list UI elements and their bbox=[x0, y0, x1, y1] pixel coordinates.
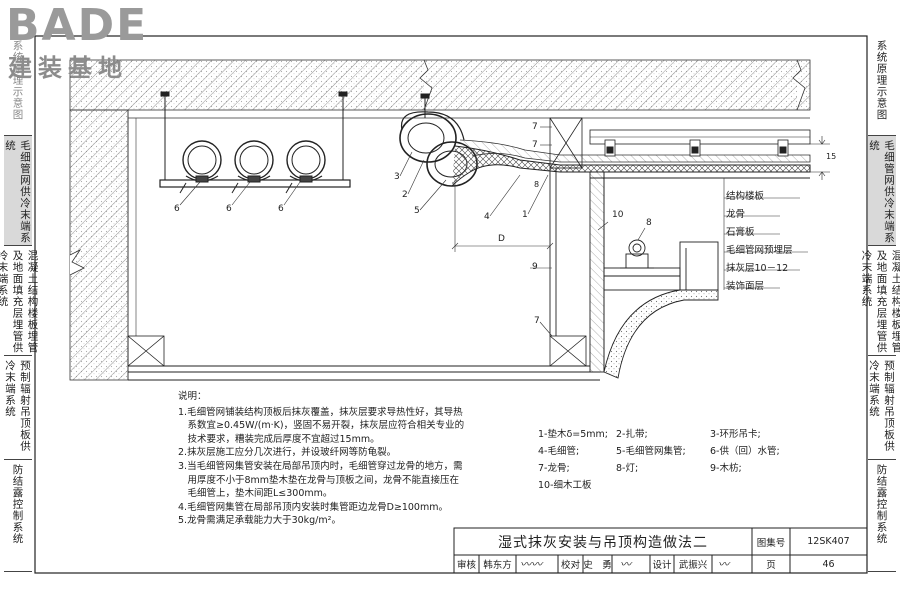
legend-item: 6-供（回）水管; bbox=[710, 446, 780, 457]
light-cove bbox=[603, 241, 719, 379]
left-tab-embedded[interactable]: 混凝土结构楼板埋管及地面填充层埋管供冷末端系统 bbox=[0, 246, 39, 356]
wood-battens bbox=[127, 117, 587, 367]
drawing-title: 湿式抹灰安装与吊顶构造做法二 bbox=[498, 534, 708, 551]
leader-lines bbox=[179, 126, 646, 337]
side-tab-label: 系统原理示意图 bbox=[875, 40, 888, 121]
note-item: 5.龙骨需满足承载能力大于30kg/m²。 bbox=[178, 515, 341, 527]
legend-item: 10-细木工板 bbox=[538, 480, 592, 491]
title-block-frame bbox=[453, 527, 868, 574]
layer-label: 结构楼板 bbox=[726, 191, 765, 202]
check-label: 校对 bbox=[560, 560, 580, 571]
page-label: 页 bbox=[766, 560, 776, 571]
lamp-icon bbox=[620, 239, 654, 269]
legend-block: 1-垫木δ=5mm; 2-扎带; 3-环形吊卡; 4-毛细管; 5-毛细管网集管… bbox=[538, 426, 818, 494]
callout-1: 1 bbox=[522, 210, 528, 220]
designer-name: 武振兴 bbox=[678, 560, 708, 571]
legend-row: 1-垫木δ=5mm; 2-扎带; 3-环形吊卡; bbox=[538, 426, 818, 443]
side-tab-capillary[interactable]: 毛细管网供冷末端系统 bbox=[868, 136, 896, 246]
designer-signature: 〰 bbox=[718, 558, 729, 571]
note-item: 3.当毛细管网集管安装在局部吊顶内时，毛细管穿过龙骨的地方，需用厚度不小于8mm… bbox=[178, 460, 463, 500]
sheet-frame bbox=[34, 35, 868, 574]
left-tab-anti-condensation[interactable]: 防结露控制系统 bbox=[4, 460, 32, 572]
side-tab-label: 防结露控制系统 bbox=[875, 464, 888, 545]
legend-item: 4-毛细管; bbox=[538, 446, 580, 457]
layer-label: 毛细管网预埋层 bbox=[726, 245, 793, 256]
dimension-8-label: 8 bbox=[534, 180, 540, 189]
brand-logo: BADE 建装基地 bbox=[6, 0, 176, 82]
legend-item: 7-龙骨; bbox=[538, 463, 570, 474]
notes-block: 说明： 1.毛细管网铺装结构顶板后抹灰覆盖，抹灰层要求导热性好，其导热系数宜≥0… bbox=[178, 390, 468, 528]
design-label: 设计 bbox=[652, 560, 672, 571]
side-tab-label: 防结露控制系统 bbox=[11, 464, 24, 545]
legend-row: 7-龙骨; 8-灯; 9-木枋; bbox=[538, 460, 818, 477]
callout-7: 7 bbox=[532, 122, 538, 132]
dimension-d bbox=[451, 180, 554, 252]
atlas-number: 12SK407 bbox=[807, 536, 850, 547]
dimension-d-label: D bbox=[498, 234, 505, 244]
side-tab-label: 混凝土结构楼板埋管及地面填充层埋管供冷末端系统 bbox=[0, 250, 39, 354]
callout-2: 2 bbox=[402, 190, 408, 200]
callout-5: 5 bbox=[414, 206, 420, 216]
layer-leaders bbox=[723, 178, 808, 290]
side-tab-anti-condensation[interactable]: 防结露控制系统 bbox=[868, 460, 896, 572]
concrete-slab bbox=[69, 59, 811, 111]
ceiling-keel bbox=[589, 129, 830, 180]
callout-6: 6 bbox=[226, 204, 232, 214]
note-item: 1.毛细管网铺装结构顶板后抹灰覆盖，抹灰层要求导热性好，其导热系数宜≥0.45W… bbox=[178, 406, 465, 445]
note-item: 2.抹灰层施工应分几次进行，并设玻纤网等防龟裂。 bbox=[178, 447, 397, 459]
callout-6: 6 bbox=[278, 204, 284, 214]
side-tab-label: 预制辐射吊顶板供冷末端系统 bbox=[868, 360, 895, 452]
side-tab-radiant-panel[interactable]: 预制辐射吊顶板供冷末端系统 bbox=[868, 356, 896, 460]
legend-row: 4-毛细管; 5-毛细管网集管; 6-供（回）水管; bbox=[538, 443, 818, 460]
left-tab-radiant-panel[interactable]: 预制辐射吊顶板供冷末端系统 bbox=[4, 356, 32, 460]
brand-logo-mark: BADE bbox=[6, 0, 149, 51]
brand-logo-subtitle: 建装基地 bbox=[8, 54, 128, 82]
reviewer-name: 韩东方 bbox=[483, 560, 512, 571]
callout-10: 10 bbox=[612, 210, 624, 220]
note-item: 4.毛细管网集管在局部吊顶内安装时集管距边龙骨D≥100mm。 bbox=[178, 501, 448, 513]
left-tab-principle[interactable]: 系统原理示意图 bbox=[4, 36, 32, 136]
callout-7: 7 bbox=[534, 316, 540, 326]
callout-8: 8 bbox=[646, 218, 652, 228]
legend-item: 8-灯; bbox=[616, 463, 639, 474]
legend-item: 5-毛细管网集管; bbox=[616, 446, 686, 457]
left-tab-capillary[interactable]: 毛细管网供冷末端系统 bbox=[4, 136, 32, 246]
callout-6: 6 bbox=[174, 204, 180, 214]
callout-4: 4 bbox=[484, 212, 490, 222]
concrete-wall bbox=[69, 109, 129, 381]
dimension-15-label: 15 bbox=[826, 152, 837, 161]
side-tab-label: 系统原理示意图 bbox=[11, 40, 24, 121]
side-tab-label: 混凝土结构楼板埋管及地面填充层埋管供冷末端系统 bbox=[860, 250, 900, 354]
supply-return-pipes bbox=[159, 91, 351, 194]
reviewer-signature: 〰〰 bbox=[520, 558, 542, 571]
callout-7: 7 bbox=[532, 140, 538, 150]
callout-9: 9 bbox=[532, 262, 538, 272]
checker-signature: 〰 bbox=[620, 558, 631, 571]
checker-name: 史 勇 bbox=[583, 560, 612, 571]
notes-title: 说明： bbox=[178, 391, 207, 402]
page-number: 46 bbox=[822, 558, 835, 570]
side-tab-label: 毛细管网供冷末端系统 bbox=[868, 140, 895, 244]
legend-item: 2-扎带; bbox=[616, 429, 648, 440]
layer-label: 龙骨 bbox=[726, 209, 746, 220]
legend-item: 1-垫木δ=5mm; bbox=[538, 429, 608, 440]
legend-item: 3-环形吊卡; bbox=[710, 429, 761, 440]
atlas-label: 图集号 bbox=[756, 537, 786, 549]
review-label: 审核 bbox=[456, 560, 476, 571]
side-tab-embedded[interactable]: 混凝土结构楼板埋管及地面填充层埋管供冷末端系统 bbox=[861, 246, 900, 356]
legend-row: 10-细木工板 bbox=[538, 477, 818, 494]
side-tab-label: 毛细管网供冷末端系统 bbox=[4, 140, 31, 244]
layer-label: 抹灰层10－12 bbox=[726, 263, 789, 274]
ceiling-board bbox=[128, 365, 600, 381]
layer-label: 石膏板 bbox=[726, 227, 755, 238]
side-tab-label: 预制辐射吊顶板供冷末端系统 bbox=[4, 360, 31, 452]
legend-item: 9-木枋; bbox=[710, 463, 742, 474]
callout-3: 3 bbox=[394, 172, 400, 182]
side-tab-principle[interactable]: 系统原理示意图 bbox=[868, 36, 896, 136]
layer-label: 装饰面层 bbox=[726, 281, 765, 292]
capillary-mat bbox=[451, 139, 811, 187]
